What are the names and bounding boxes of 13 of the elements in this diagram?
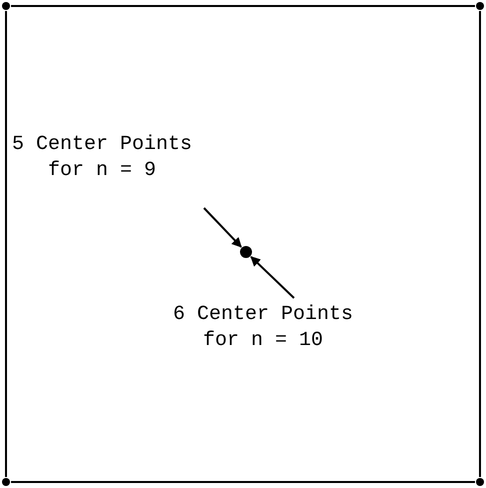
annotation-text: 6 Center Points for n = 10 [158,302,368,354]
corner-point-dot [2,478,10,486]
center-point-dot [240,246,252,258]
arrow [250,256,295,299]
square-side-line [5,11,7,477]
square-side-line [479,11,481,477]
square-side-line [11,5,475,7]
corner-point-dot [476,478,484,486]
square-side-line [11,481,475,483]
corner-point-dot [476,2,484,10]
corner-point-dot [2,2,10,10]
arrow [203,207,242,248]
annotation-text: 5 Center Points for n = 9 [2,132,202,184]
